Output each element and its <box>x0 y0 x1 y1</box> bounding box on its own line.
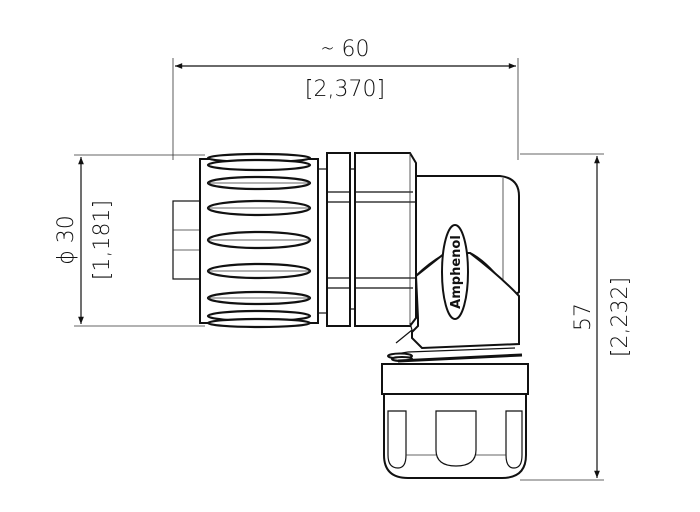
flange-ring-1 <box>326 152 351 327</box>
width-in-label: [2,370] <box>305 77 385 102</box>
width-mm-label: ∼ 60 <box>321 37 370 62</box>
seal-ring <box>387 347 523 363</box>
brand-logo-text: Amphenol <box>449 235 464 309</box>
elbow-housing: Amphenol <box>395 175 520 350</box>
diameter-dimension: ϕ 30 [1,181] <box>54 154 205 327</box>
flange-ring-2 <box>354 152 417 327</box>
height-mm-label: 57 <box>571 303 596 331</box>
diameter-mm-label: ϕ 30 <box>54 215 79 265</box>
height-dimension: 57 [2,232] <box>520 153 633 481</box>
cable-gland <box>381 363 529 479</box>
front-latch <box>172 200 202 280</box>
coupling-nut <box>199 152 319 329</box>
height-in-label: [2,232] <box>608 277 633 357</box>
connector-body: Amphenol <box>172 152 529 479</box>
diameter-in-label: [1,181] <box>90 200 115 280</box>
amphenol-logo: Amphenol <box>441 224 469 320</box>
width-dimension: ∼ 60 [2,370] <box>172 37 519 160</box>
